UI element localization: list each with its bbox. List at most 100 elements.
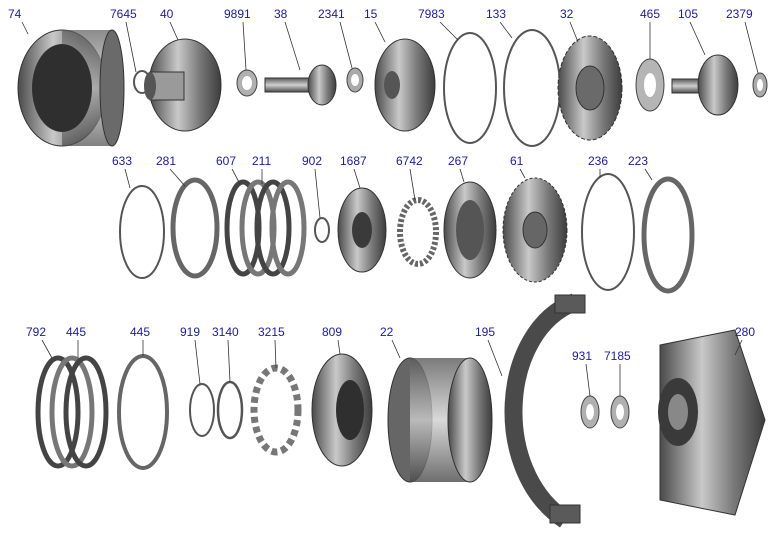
leader-line bbox=[374, 21, 386, 43]
part-number-label: 236 bbox=[588, 154, 608, 168]
leader-line bbox=[125, 21, 137, 73]
part-callout-61: 61 bbox=[510, 154, 526, 179]
part-number-label: 6742 bbox=[396, 154, 423, 168]
leader-line bbox=[169, 21, 179, 41]
part-number-label: 74 bbox=[8, 7, 22, 21]
part-callout-6742: 6742 bbox=[396, 154, 423, 201]
leader-line bbox=[744, 21, 759, 74]
leader-line bbox=[242, 21, 247, 71]
part-callout-919: 919 bbox=[180, 325, 201, 385]
part-number-label: 445 bbox=[130, 325, 150, 339]
part-number-label: 105 bbox=[678, 7, 698, 21]
part-number-label: 2341 bbox=[318, 7, 345, 21]
part-callout-445: 445 bbox=[66, 325, 86, 358]
part-number-label: 267 bbox=[448, 154, 468, 168]
leader-line bbox=[569, 21, 579, 43]
leader-line bbox=[21, 21, 29, 35]
part-223-plate bbox=[641, 176, 695, 294]
part-15-carrier bbox=[374, 38, 436, 132]
part-number-label: 7185 bbox=[604, 349, 631, 363]
part-number-label: 40 bbox=[160, 7, 174, 21]
part-number-label: 280 bbox=[735, 325, 755, 339]
leader-line bbox=[41, 339, 53, 359]
part-number-label: 22 bbox=[380, 325, 394, 339]
part-callout-1687: 1687 bbox=[340, 154, 367, 189]
part-callout-267: 267 bbox=[448, 154, 468, 183]
leader-line bbox=[274, 339, 277, 369]
part-number-label: 38 bbox=[274, 7, 288, 21]
part-callout-445: 445 bbox=[130, 325, 150, 356]
part-133-snap-ring bbox=[503, 29, 561, 147]
part-callout-3215: 3215 bbox=[258, 325, 285, 369]
part-callout-22: 22 bbox=[380, 325, 401, 359]
part-number-label: 15 bbox=[364, 7, 378, 21]
part-105-sun-gear-shaft bbox=[671, 54, 739, 116]
part-callout-40: 40 bbox=[160, 7, 179, 41]
part-919-snap-ring bbox=[189, 383, 215, 437]
part-number-label: 445 bbox=[66, 325, 86, 339]
part-callout-7645: 7645 bbox=[110, 7, 137, 73]
part-2341-washer bbox=[346, 67, 364, 93]
leader-line bbox=[124, 168, 131, 189]
part-22-drum bbox=[387, 357, 493, 483]
leader-line bbox=[337, 339, 341, 355]
part-number-label: 7983 bbox=[418, 7, 445, 21]
part-32-sprocket-hub bbox=[557, 35, 623, 141]
part-callout-3140: 3140 bbox=[212, 325, 239, 383]
leader-line bbox=[391, 339, 401, 359]
part-number-label: 3140 bbox=[212, 325, 239, 339]
leader-line bbox=[314, 168, 321, 219]
part-callout-809: 809 bbox=[322, 325, 342, 355]
part-labels: 74 7645 40 9891 38 2341 15 7983 133 32 465 105 2379 6… bbox=[8, 7, 759, 397]
part-number-label: 465 bbox=[640, 7, 660, 21]
part-3215-spring-retainer bbox=[250, 364, 302, 456]
leader-line bbox=[585, 363, 591, 397]
part-callout-902: 902 bbox=[302, 154, 322, 219]
part-38-shaft-gear bbox=[264, 64, 337, 106]
part-callout-9891: 9891 bbox=[224, 7, 251, 71]
part-1687-piston bbox=[337, 187, 387, 273]
part-236-snap-ring bbox=[581, 173, 635, 291]
leader-line bbox=[644, 168, 653, 181]
part-6742-spring bbox=[397, 197, 439, 267]
part-445-plate bbox=[117, 354, 169, 470]
leader-line bbox=[409, 168, 416, 201]
part-callout-281: 281 bbox=[156, 154, 186, 187]
part-callout-74: 74 bbox=[8, 7, 29, 35]
part-7185-washer bbox=[610, 395, 630, 429]
part-number-label: 211 bbox=[252, 154, 271, 168]
leader-line bbox=[439, 21, 459, 41]
part-callout-280: 280 bbox=[734, 325, 755, 356]
part-number-label: 9891 bbox=[224, 7, 251, 21]
leader-line bbox=[227, 339, 231, 383]
part-7983-snap-ring bbox=[443, 32, 497, 144]
leader-line bbox=[734, 339, 743, 356]
leader-line bbox=[194, 339, 201, 385]
part-callout-792: 792 bbox=[26, 325, 53, 359]
part-number-label: 633 bbox=[112, 154, 132, 168]
part-callout-32: 32 bbox=[560, 7, 579, 43]
part-callout-195: 195 bbox=[475, 325, 503, 377]
part-792-445-clutch-pack bbox=[35, 355, 109, 469]
part-9891-washer bbox=[236, 69, 258, 97]
leader-line bbox=[284, 21, 301, 71]
part-633-snap-ring bbox=[119, 185, 165, 279]
part-number-label: 223 bbox=[628, 154, 648, 168]
part-809-piston bbox=[311, 353, 373, 467]
part-number-label: 792 bbox=[26, 325, 46, 339]
part-callout-133: 133 bbox=[486, 7, 513, 39]
leader-line bbox=[487, 339, 503, 377]
part-number-label: 3215 bbox=[258, 325, 285, 339]
part-callout-931: 931 bbox=[572, 349, 592, 397]
part-number-label: 133 bbox=[486, 7, 506, 21]
part-callout-2379: 2379 bbox=[726, 7, 759, 74]
part-callout-38: 38 bbox=[274, 7, 301, 71]
part-465-thrust-washer bbox=[635, 58, 665, 112]
part-280-support-housing bbox=[658, 329, 766, 516]
part-callout-7983: 7983 bbox=[418, 7, 459, 41]
part-195-band bbox=[504, 293, 586, 528]
part-callout-223: 223 bbox=[628, 154, 653, 181]
part-40-carrier bbox=[144, 38, 222, 132]
part-931-washer bbox=[580, 395, 600, 429]
